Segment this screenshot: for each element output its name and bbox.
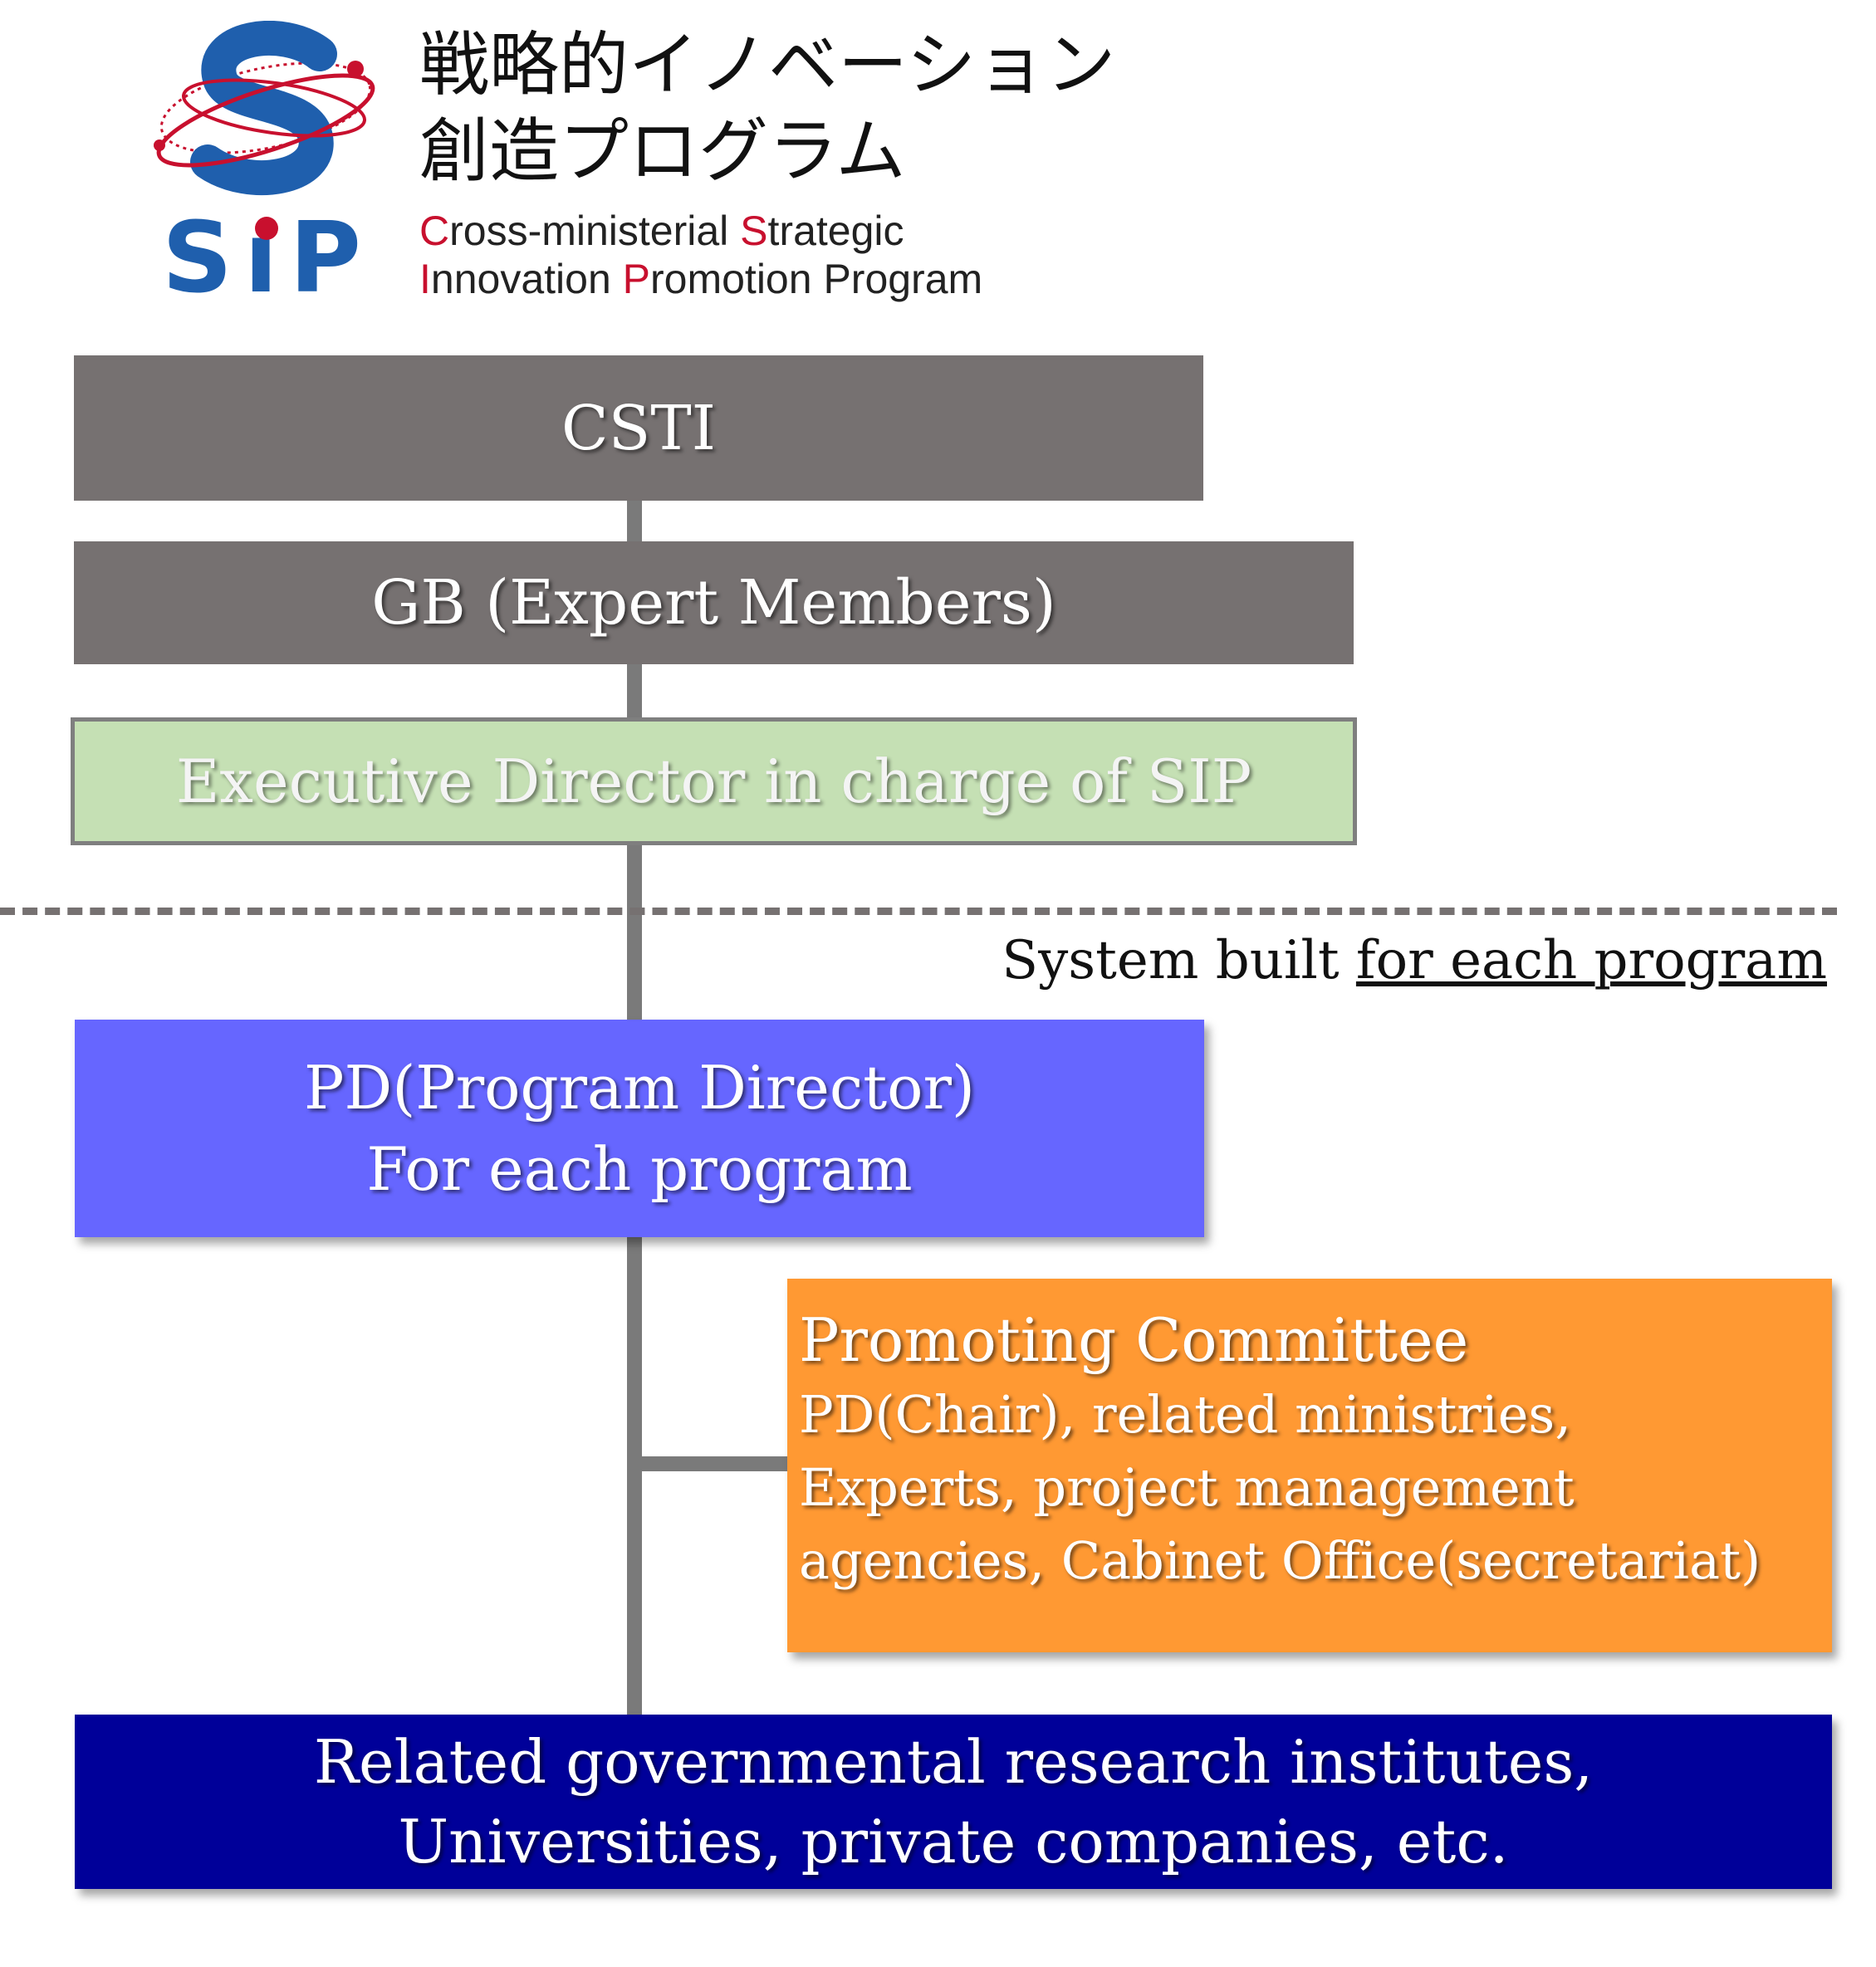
related-label-line-2: Universities, private companies, etc. bbox=[398, 1807, 1509, 1876]
executive-director-box: Executive Director in charge of SIP bbox=[71, 717, 1357, 845]
pd-label-line-2: For each program bbox=[366, 1134, 913, 1204]
executive-director-label: Executive Director in charge of SIP bbox=[175, 746, 1252, 816]
csti-box: CSTI bbox=[74, 355, 1203, 501]
logo-letter-s: S bbox=[162, 200, 244, 315]
gb-box: GB (Expert Members) bbox=[74, 541, 1354, 664]
logo-letter-i: ı bbox=[244, 200, 290, 315]
divider-note-prefix: System built bbox=[1002, 930, 1356, 991]
promoting-committee-box: Promoting Committee PD(Chair), related m… bbox=[787, 1279, 1832, 1652]
related-label-line-1: Related governmental research institutes… bbox=[313, 1727, 1594, 1797]
gb-label: GB (Expert Members) bbox=[371, 567, 1056, 639]
sip-logo-mark-icon bbox=[154, 21, 375, 195]
program-director-box: PD(Program Director) For each program bbox=[75, 1020, 1204, 1237]
committee-connector bbox=[634, 1456, 792, 1471]
title-english-line-1: Cross-ministerial Strategic bbox=[419, 206, 904, 256]
title-en-initial-i: I bbox=[419, 256, 431, 302]
title-en-text: romotion Program bbox=[650, 256, 983, 302]
title-en-text: ross-ministerial bbox=[449, 208, 741, 254]
csti-label: CSTI bbox=[561, 392, 716, 464]
logo-letter-p: P bbox=[289, 200, 373, 315]
title-en-text: nnovation bbox=[430, 256, 623, 302]
committee-member-line: agencies, Cabinet Office(secretariat) bbox=[799, 1530, 1761, 1591]
divider-note-underlined: for each program bbox=[1355, 930, 1827, 991]
title-en-initial-p: P bbox=[622, 256, 651, 302]
committee-title: Promoting Committee bbox=[799, 1305, 1469, 1375]
title-japanese-line-2: 創造プログラム bbox=[419, 110, 906, 192]
program-divider-line bbox=[0, 908, 1837, 915]
title-english-line-2: Innovation Promotion Program bbox=[419, 254, 982, 304]
related-institutes-box: Related governmental research institutes… bbox=[75, 1715, 1832, 1889]
title-en-initial-s: S bbox=[740, 208, 768, 254]
title-en-initial-c: C bbox=[419, 208, 450, 254]
committee-member-line: PD(Chair), related ministries, bbox=[799, 1384, 1571, 1445]
pd-label-line-1: PD(Program Director) bbox=[304, 1053, 975, 1123]
committee-member-line: Experts, project management bbox=[799, 1457, 1575, 1518]
title-japanese-line-1: 戦略的イノベーション bbox=[419, 24, 1116, 105]
divider-note: System built for each program bbox=[997, 923, 1827, 998]
title-en-text: trategic bbox=[767, 208, 904, 254]
